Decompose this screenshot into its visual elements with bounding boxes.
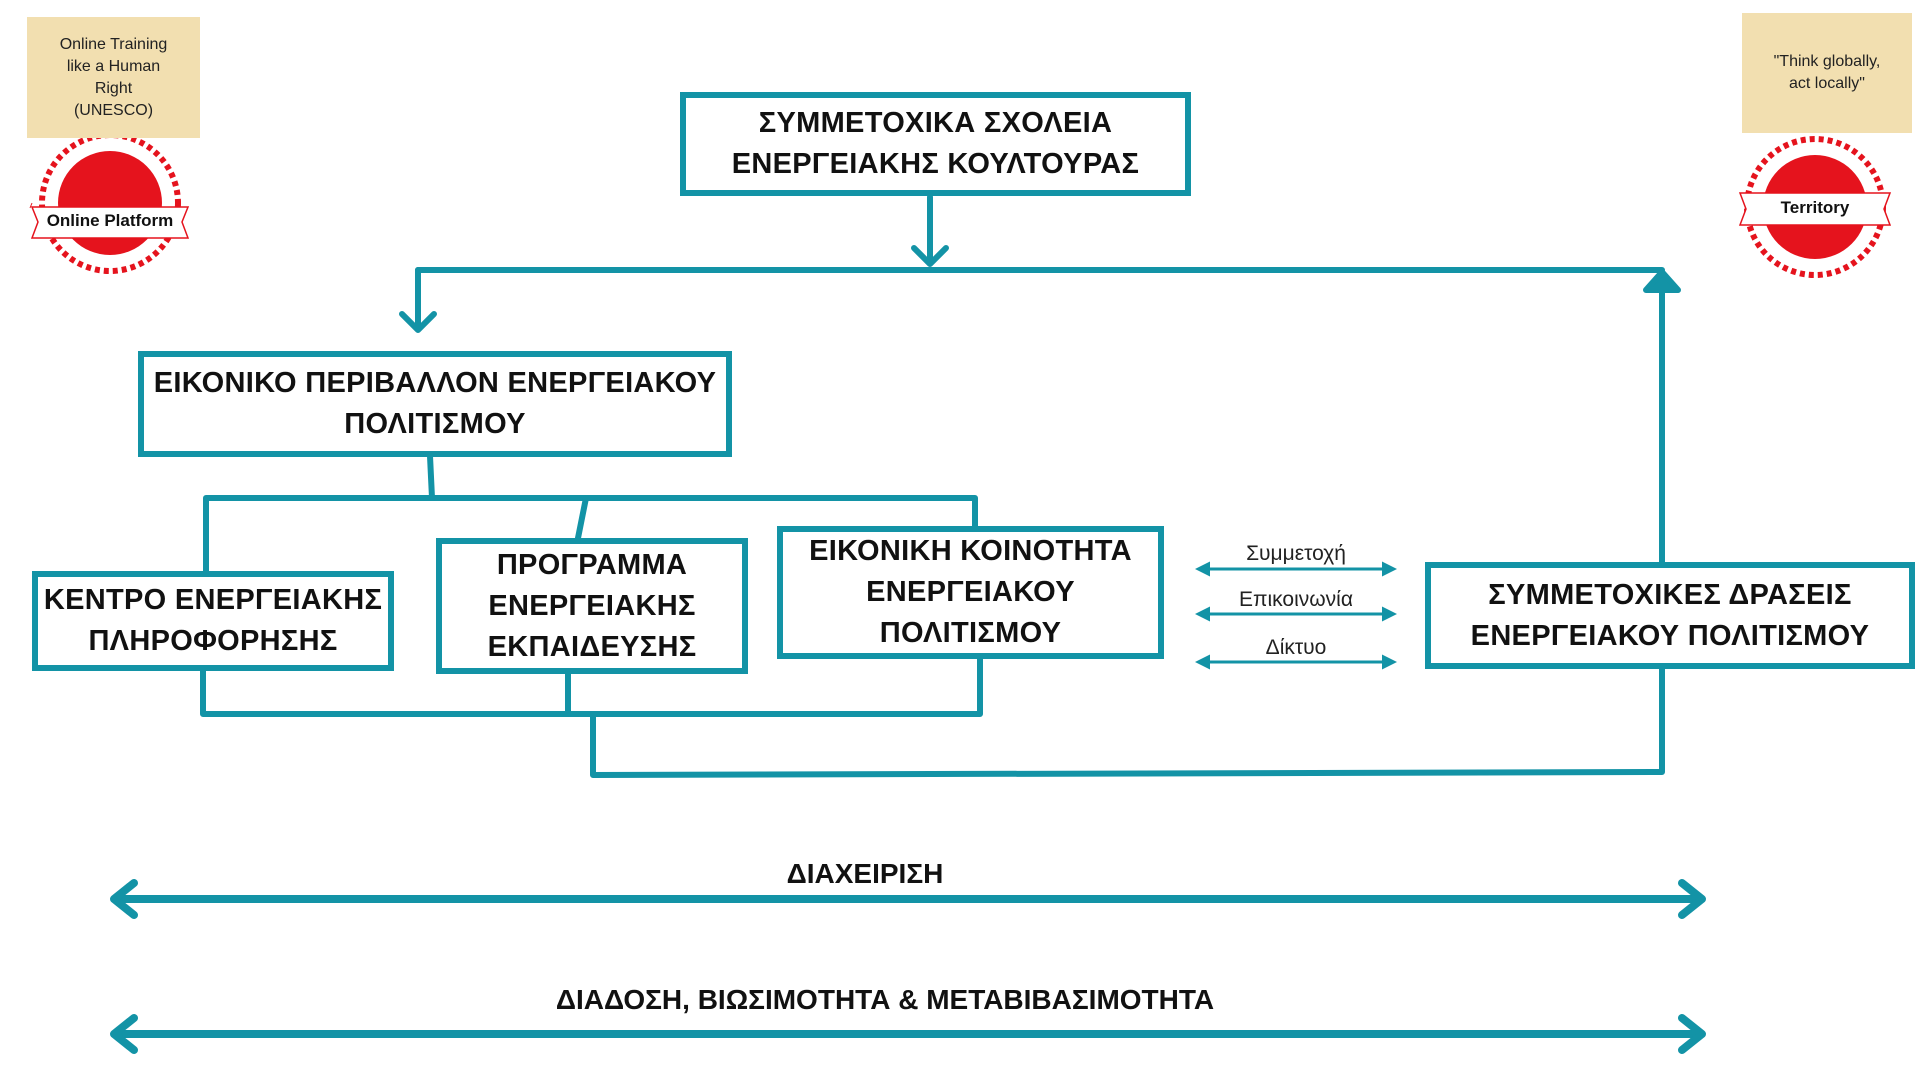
- dissemination-arrow-left-head: [110, 1014, 138, 1054]
- arrow-top-down-head: [911, 245, 949, 267]
- management-arrow-right-head: [1678, 879, 1706, 919]
- band-arrows: [110, 879, 1706, 1054]
- relation-network: Δίκτυο: [1265, 636, 1327, 659]
- management-label: ΔΙΑΧΕΙΡΙΣΗ: [786, 858, 944, 889]
- relation-participation: Συμμετοχή: [1246, 542, 1346, 565]
- community-box: ΕΙΚΟΝΙΚΗ ΚΟΙΝΟΤΗΤΑ ΕΝΕΡΓΕΙΑΚΟΥ ΠΟΛΙΤΙΣΜΟ…: [777, 526, 1164, 659]
- actions-box-text: ΣΥΜΜΕΤΟΧΙΚΕΣ ΔΡΑΣΕΙΣ ΕΝΕΡΓΕΙΑΚΟΥ ΠΟΛΙΤΙΣ…: [1470, 578, 1870, 652]
- right-stamp: "Think globally, act locally": [1742, 13, 1912, 133]
- info-center-box: ΚΕΝΤΡΟ ΕΝΕΡΓΕΙΑΚΗΣ ΠΛΗΡΟΦΟΡΗΣΗΣ: [32, 571, 394, 671]
- territory-badge: [1738, 136, 1892, 278]
- top-box: ΣΥΜΜΕΤΟΧΙΚΑ ΣΧΟΛΕΙΑ ΕΝΕΡΓΕΙΑΚΗΣ ΚΟΥΛΤΟΥΡ…: [680, 92, 1191, 196]
- virtual-env-box-text: ΕΙΚΟΝΙΚΟ ΠΕΡΙΒΑΛΛΟΝ ΕΝΕΡΓΕΙΑΚΟΥ ΠΟΛΙΤΙΣΜ…: [153, 367, 717, 440]
- connector-lines: [200, 194, 1681, 778]
- actions-box: ΣΥΜΜΕΤΟΧΙΚΕΣ ΔΡΑΣΕΙΣ ΕΝΕΡΓΕΙΑΚΟΥ ΠΟΛΙΤΙΣ…: [1425, 562, 1915, 669]
- dissemination-label: ΔΙΑΔΟΣΗ, ΒΙΩΣΙΜΟΤΗΤΑ & ΜΕΤΑΒΙΒΑΣΙΜΟΤΗΤΑ: [555, 984, 1215, 1015]
- feedback-line: [590, 665, 1665, 778]
- online-platform-badge: [29, 132, 190, 274]
- training-stem: [575, 495, 589, 541]
- virtual-env-box: ΕΙΚΟΝΙΚΟ ΠΕΡΙΒΑΛΛΟΝ ΕΝΕΡΓΕΙΑΚΟΥ ΠΟΛΙΤΙΣΜ…: [138, 351, 732, 457]
- training-box-text: ΠΡΟΓΡΑΜΜΑ ΕΝΕΡΓΕΙΑΚΗΣ ΕΚΠΑΙΔΕΥΣΗΣ: [487, 548, 697, 663]
- online-platform-ribbon: [30, 206, 190, 239]
- relation-arrows: [1195, 561, 1397, 670]
- community-box-text: ΕΙΚΟΝΙΚΗ ΚΟΙΝΟΤΗΤΑ ΕΝΕΡΓΕΙΑΚΟΥ ΠΟΛΙΤΙΣΜΟ…: [809, 535, 1132, 649]
- info-center-box-text: ΚΕΝΤΡΟ ΕΝΕΡΓΕΙΑΚΗΣ ΠΛΗΡΟΦΟΡΗΣΗΣ: [43, 584, 383, 657]
- arrow-to-virtual-env-head: [399, 311, 437, 333]
- relation-communication: Επικοινωνία: [1239, 588, 1353, 611]
- left-stamp: Online Training like a Human Right (UNES…: [27, 17, 200, 138]
- management-arrow-left-head: [110, 879, 138, 919]
- top-bracket: [203, 495, 978, 574]
- actions-up-arrowhead: [1643, 269, 1681, 293]
- territory-ribbon: [1738, 192, 1892, 226]
- training-box: ΠΡΟΓΡΑΜΜΑ ΕΝΕΡΓΕΙΑΚΗΣ ΕΚΠΑΙΔΕΥΣΗΣ: [436, 538, 748, 674]
- virtual-env-stem: [427, 453, 435, 501]
- dissemination-arrow-right-head: [1678, 1014, 1706, 1054]
- top-box-text: ΣΥΜΜΕΤΟΧΙΚΑ ΣΧΟΛΕΙΑ ΕΝΕΡΓΕΙΑΚΗΣ ΚΟΥΛΤΟΥΡ…: [731, 107, 1140, 180]
- territory-label: Territory: [1780, 198, 1850, 217]
- online-platform-label: Online Platform: [46, 211, 174, 230]
